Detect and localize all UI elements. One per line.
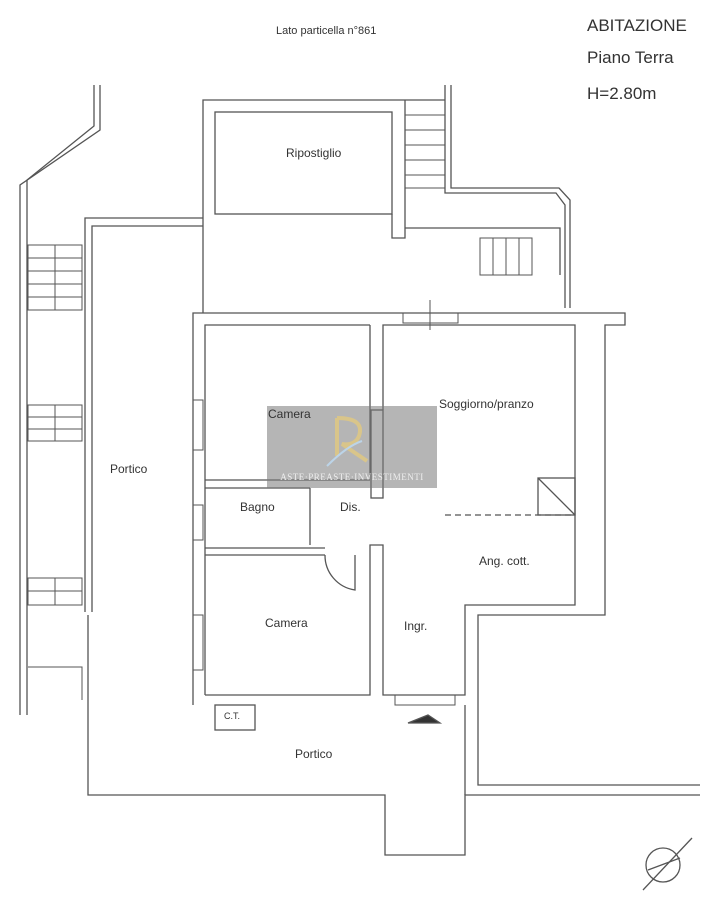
house-inner-wall [204,324,370,695]
watermark-text: ASTE·PREASTE·INVESTIMENTI [280,472,424,482]
ripostiglio-inner-wall [214,111,393,215]
room-portico-left: Portico [110,462,148,476]
kitchen-stair [537,477,576,516]
floor-label: Piano Terra [587,48,674,67]
height-label: H=2.80m [587,84,657,103]
room-ct: C.T. [224,711,241,721]
top-stairs [404,99,533,276]
ct-box [214,704,256,731]
terrace-wall [405,227,561,275]
north-arrow-icon [642,837,693,891]
room-ang-cott: Ang. cott. [479,554,530,568]
ripostiglio-outer-wall [202,99,445,238]
portico-edge-inner [91,225,203,612]
portico-bottom-edge [87,615,700,856]
right-boundary [444,85,566,308]
room-camera-bottom: Camera [265,616,308,630]
room-bagno: Bagno [240,500,275,514]
door-swing [324,554,356,591]
house-outer-wall [192,312,700,786]
watermark: ASTE·PREASTE·INVESTIMENTI [267,406,437,488]
left-stairs [27,244,83,700]
soggiorno-wall [205,324,576,696]
portico-edge [84,217,203,612]
watermark-logo [326,416,369,467]
ripostiglio-side-wall [391,100,406,239]
room-soggiorno: Soggiorno/pranzo [439,397,534,411]
entrance-marker [407,714,443,724]
right-boundary-inner [450,85,571,308]
room-ripostiglio: Ripostiglio [286,146,342,160]
room-portico-bottom: Portico [295,747,333,761]
left-boundary-wall [19,85,101,715]
left-boundary-wall-inner [26,85,95,715]
room-dis: Dis. [340,500,361,514]
room-ingr: Ingr. [404,619,428,633]
room-camera-top: Camera [268,407,311,421]
plan-title: ABITAZIONE [587,16,687,35]
side-label: Lato particella n°861 [276,25,377,37]
windows [192,300,459,706]
